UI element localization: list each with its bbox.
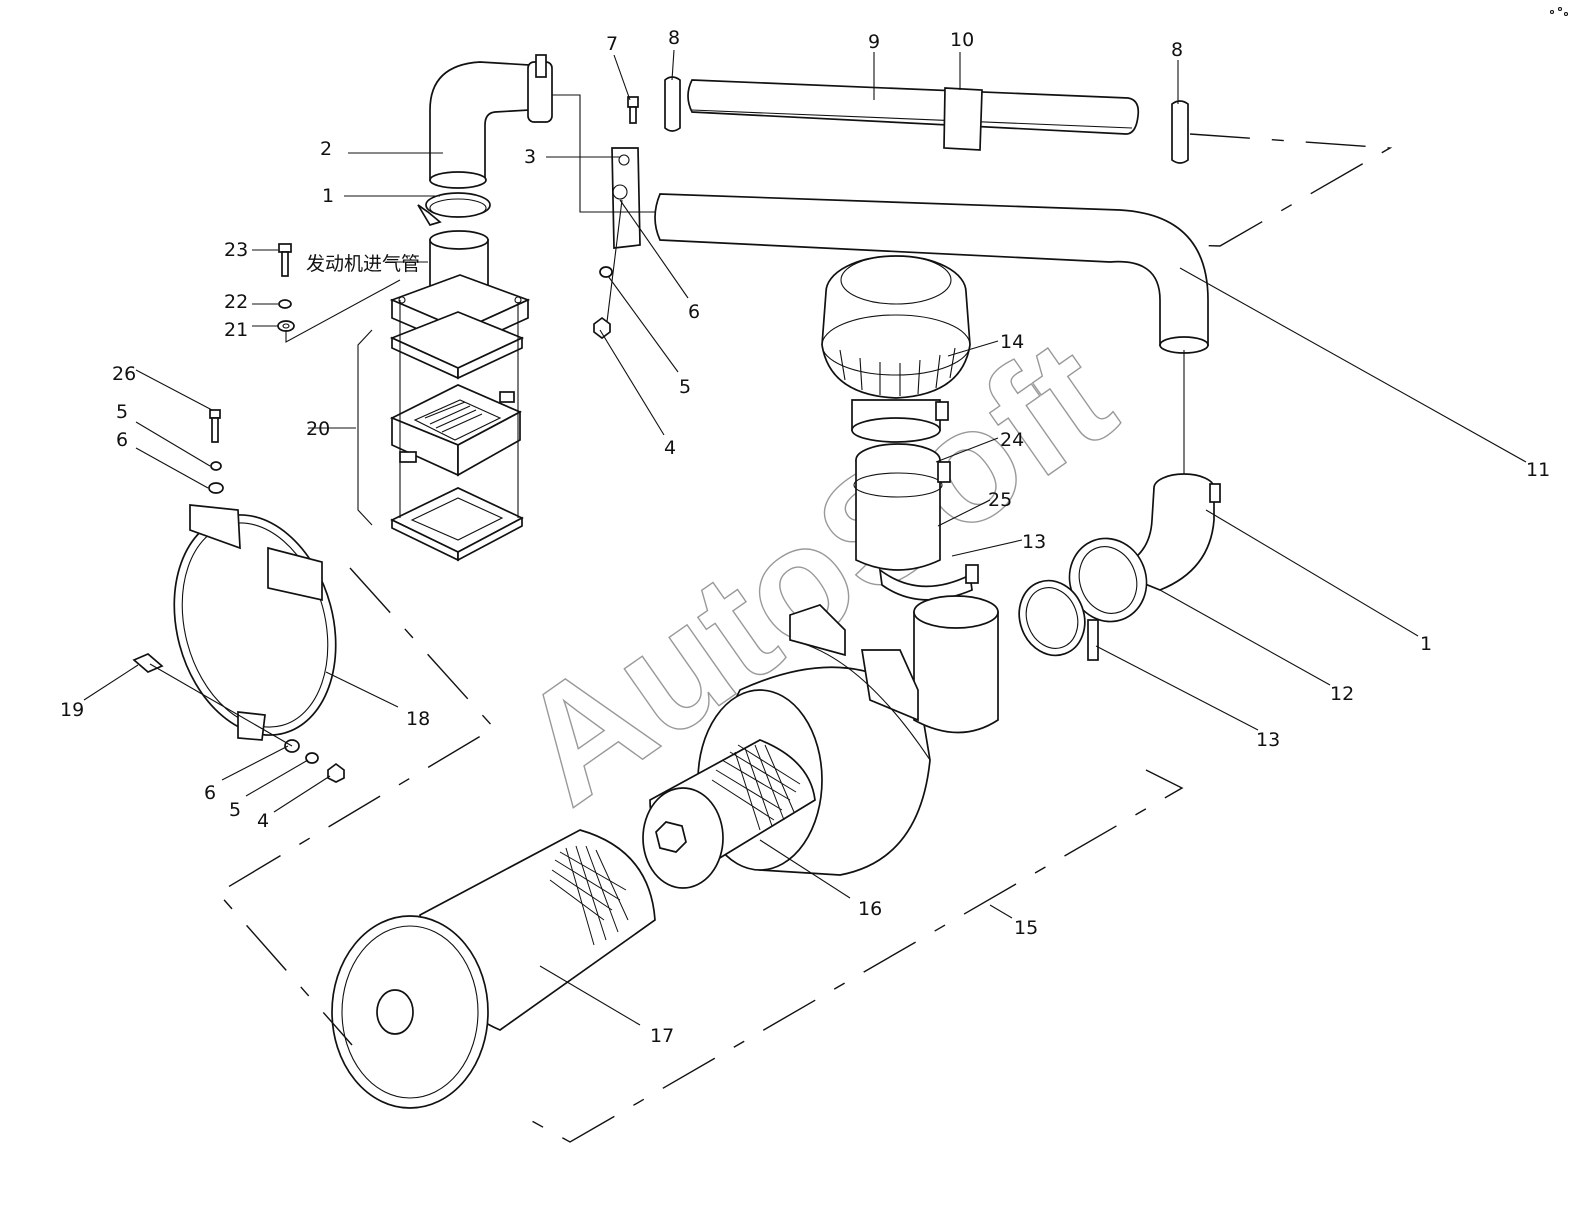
callout-4-bottom: 4 bbox=[257, 810, 269, 832]
callout-5-bottom: 5 bbox=[229, 799, 241, 821]
callout-14: 14 bbox=[1000, 331, 1024, 353]
callout-18: 18 bbox=[406, 708, 430, 730]
callout-1-right: 1 bbox=[1420, 633, 1432, 655]
callout-labels: 1 2 3 7 8 9 10 8 6 5 4 11 14 24 25 13 1 … bbox=[60, 27, 1550, 1047]
housing-assembly-outline bbox=[529, 769, 1184, 1143]
engine-intake-label: 发动机进气管 bbox=[306, 253, 420, 275]
callout-21: 21 bbox=[224, 319, 248, 341]
callout-20: 20 bbox=[306, 418, 330, 440]
inner-filter-element-part bbox=[642, 739, 816, 889]
leader-lines bbox=[83, 49, 1527, 1026]
strap-assembly-outline bbox=[216, 567, 496, 1046]
callout-8: 8 bbox=[668, 27, 680, 49]
callout-5: 5 bbox=[679, 376, 691, 398]
callout-22: 22 bbox=[224, 291, 248, 313]
callout-5-left: 5 bbox=[116, 401, 128, 423]
callout-13-top: 13 bbox=[1022, 531, 1046, 553]
callout-6-left: 6 bbox=[116, 429, 128, 451]
callout-19: 19 bbox=[60, 699, 84, 721]
callout-4: 4 bbox=[664, 437, 676, 459]
heater-box-part bbox=[389, 300, 525, 562]
outer-filter-element-part bbox=[331, 829, 656, 1109]
callout-9: 9 bbox=[868, 31, 880, 53]
callout-25: 25 bbox=[988, 489, 1012, 511]
rubber-elbow-part bbox=[1018, 473, 1221, 661]
heater-box-bracket bbox=[357, 329, 373, 526]
corner-mark bbox=[1549, 6, 1569, 17]
coupling-hose-part bbox=[851, 399, 979, 601]
callout-7: 7 bbox=[606, 33, 618, 55]
cold-air-tube-part bbox=[664, 76, 1393, 247]
support-bracket-part bbox=[552, 94, 660, 340]
callout-13: 13 bbox=[1256, 729, 1280, 751]
precleaner-cap-part bbox=[821, 255, 971, 399]
callout-23: 23 bbox=[224, 239, 248, 261]
hose-clamp-part bbox=[417, 192, 491, 227]
callout-11: 11 bbox=[1526, 459, 1550, 481]
mounting-strap-part bbox=[132, 409, 345, 783]
callout-8-right: 8 bbox=[1171, 39, 1183, 61]
callout-2: 2 bbox=[320, 138, 332, 160]
callout-15: 15 bbox=[1014, 917, 1038, 939]
callout-1: 1 bbox=[322, 185, 334, 207]
bolt-washer-stack-left bbox=[277, 243, 401, 343]
elbow-hose-part bbox=[429, 54, 553, 189]
callout-6: 6 bbox=[688, 301, 700, 323]
callout-12: 12 bbox=[1330, 683, 1354, 705]
callout-17: 17 bbox=[650, 1025, 674, 1047]
callout-24: 24 bbox=[1000, 429, 1024, 451]
callout-3: 3 bbox=[524, 146, 536, 168]
intake-bend-tube-part bbox=[654, 193, 1209, 480]
callout-26: 26 bbox=[112, 363, 136, 385]
callout-10: 10 bbox=[950, 29, 974, 51]
callout-6-bottom: 6 bbox=[204, 782, 216, 804]
callout-16: 16 bbox=[858, 898, 882, 920]
